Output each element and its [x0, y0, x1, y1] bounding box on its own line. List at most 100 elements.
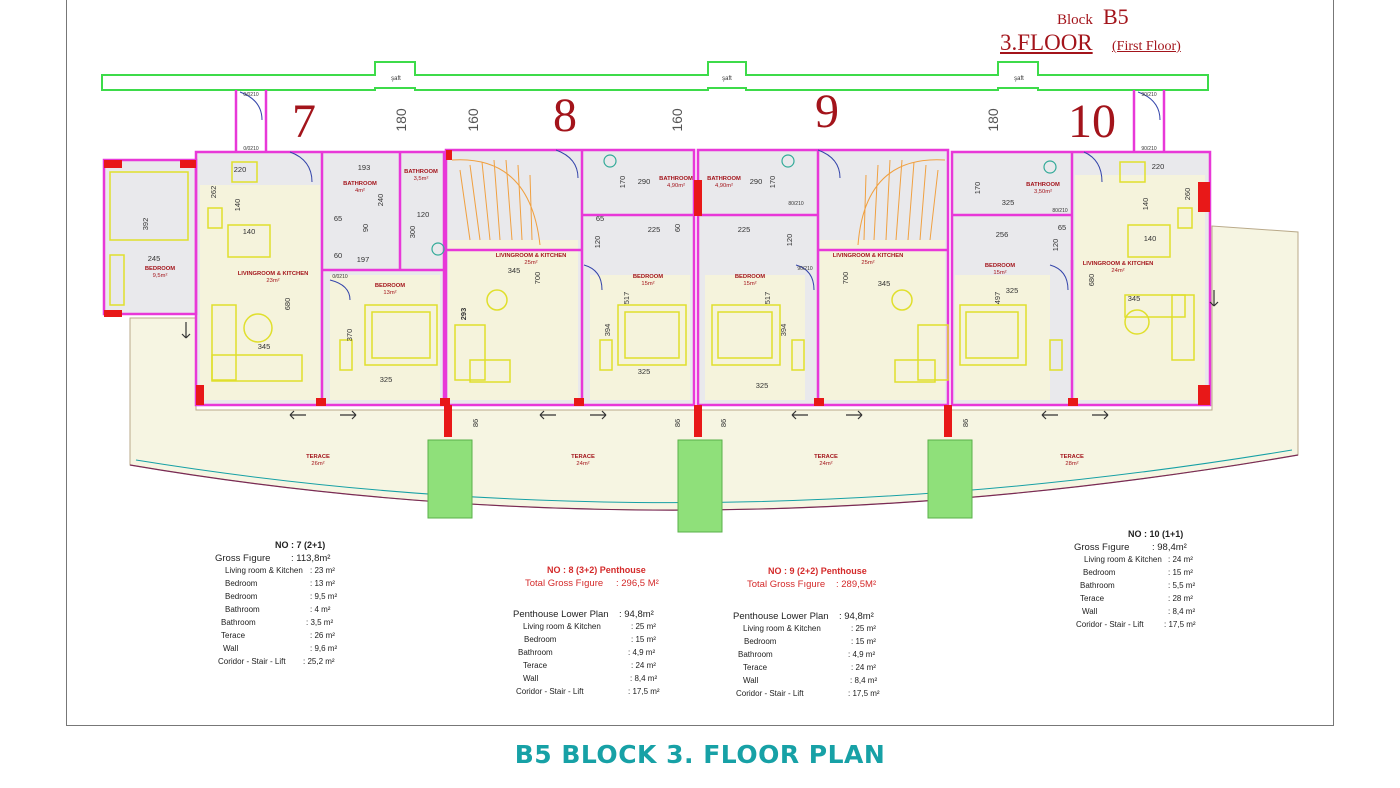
unit-10-gross: Gross Fıgure : 98,4m²	[1074, 542, 1204, 555]
total-value: : 296,5 M²	[616, 578, 659, 589]
table-row: Coridor - Stair - Lift: 17,5 m²	[733, 689, 893, 702]
door-tag: 90/210	[1141, 92, 1157, 98]
u10-bedroom-label: BEDROOM	[985, 263, 1015, 269]
row-value: : 8,4 m²	[850, 676, 878, 685]
table-row: Bedroom : 15 m²	[733, 637, 893, 650]
drawing-frame	[66, 0, 1334, 726]
dim: 325	[1002, 198, 1015, 207]
lower-value: : 94,8m²	[839, 611, 874, 622]
u8-bath-area: 4,90m²	[667, 183, 685, 189]
row-label: Wall	[523, 674, 539, 683]
u10-bath-area: 3,50m²	[1034, 189, 1052, 195]
u7-bath1-label: BATHROOM	[343, 181, 377, 187]
gross-label: Gross Fıgure	[215, 553, 271, 564]
gross-value: : 98,4m²	[1152, 542, 1187, 553]
row-value: : 17,5 m²	[848, 689, 880, 698]
u7-bedroom-label: BEDROOM	[375, 283, 405, 289]
u10-living-area: 24m²	[1111, 268, 1124, 274]
unit-7-title: NO : 7 (2+1)	[275, 540, 326, 550]
dim: 220	[1152, 162, 1165, 171]
table-row: Coridor - Stair - Lift: 25,2 m²	[215, 657, 345, 670]
door-tag: 0/0210	[332, 274, 348, 280]
unit-number-9: 9	[815, 85, 839, 138]
dim: 394	[603, 324, 612, 337]
dim: 392	[141, 218, 150, 231]
row-value: : 24 m²	[631, 661, 656, 670]
u9-bath-area: 4,90m²	[715, 183, 733, 189]
row-label: Bathroom	[225, 605, 260, 614]
unit-8-summary: NO : 8 (3+2) Penthouse Total Gross Fıgur…	[513, 565, 673, 700]
row-label: Terace	[1080, 594, 1105, 603]
dim: 262	[209, 186, 218, 199]
u9-bedroom-label: BEDROOM	[735, 274, 765, 280]
dim: 517	[763, 292, 772, 305]
dim: 325	[380, 375, 393, 384]
footer-title: B5 BLOCK 3. FLOOR PLAN	[514, 740, 886, 769]
unit-10-title: NO : 10 (1+1)	[1128, 529, 1184, 539]
dim: 220	[234, 165, 247, 174]
door-tag: 80/210	[788, 201, 804, 207]
dim: 65	[596, 214, 604, 223]
pillars	[104, 150, 1210, 437]
row-value: : 9,6 m²	[310, 644, 338, 653]
gross-label: Gross Fıgure	[1074, 542, 1130, 553]
dim: 256	[996, 230, 1009, 239]
row-value: : 24 m²	[1168, 555, 1193, 564]
dim: 370	[345, 329, 354, 342]
u8-living-label: LIVINGROOM & KITCHEN	[496, 253, 567, 259]
staircases	[451, 159, 946, 246]
table-row: Bathroom: 3,5 m²	[215, 618, 345, 631]
row-label: Bedroom	[1083, 568, 1116, 577]
terrace-area-1: 26m²	[311, 461, 324, 467]
row-value: : 3,5 m²	[306, 618, 334, 627]
dim: 140	[1144, 234, 1157, 243]
u9-living-area: 25m²	[861, 260, 874, 266]
dim: 245	[148, 254, 161, 263]
total-label: Total Gross Fıgure	[525, 578, 604, 589]
dim: 225	[648, 225, 661, 234]
dim: 345	[508, 266, 521, 275]
row-value: : 15 m²	[851, 637, 876, 646]
dim: 680	[283, 298, 292, 311]
door-tag: 80/210	[1052, 208, 1068, 214]
row-label: Living room & Kitchen	[1084, 555, 1162, 564]
u9-bath-label: BATHROOM	[707, 176, 741, 182]
table-row: Coridor - Stair - Lift: 17,5 m²	[513, 687, 673, 700]
table-row: Wall: 8,4 m²	[1074, 607, 1204, 620]
row-label: Bedroom	[744, 637, 777, 646]
row-value: : 13 m²	[310, 579, 335, 588]
table-row: Terace: 24 m²	[733, 663, 893, 676]
total-label: Total Gross Fıgure	[747, 579, 826, 590]
row-value: : 24 m²	[851, 663, 876, 672]
unit-8-title: NO : 8 (3+2) Penthouse	[547, 565, 646, 575]
row-label: Bathroom	[518, 648, 553, 657]
floor-plan: şaft şaft şaft 180 160 160 180	[101, 61, 1299, 533]
u10-living-label: LIVINGROOM & KITCHEN	[1083, 261, 1154, 267]
u7-living-area: 23m²	[266, 278, 279, 284]
dim: 120	[1051, 239, 1060, 252]
dim: 345	[258, 342, 271, 351]
unit-9-title: NO : 9 (2+2) Penthouse	[768, 566, 867, 576]
dim: 120	[593, 236, 602, 249]
table-row: Bathroom: 4 m²	[215, 605, 345, 618]
dim: 140	[243, 227, 256, 236]
u7-bedroom-area: 13m²	[383, 290, 396, 296]
terrace-label-4: TERACE	[1060, 454, 1084, 460]
table-row: Bathroom: 5,5 m²	[1074, 581, 1204, 594]
row-value: : 28 m²	[1168, 594, 1193, 603]
unit-10-summary: NO : 10 (1+1) Gross Fıgure : 98,4m² Livi…	[1074, 529, 1204, 633]
dim: 325	[638, 367, 651, 376]
row-label: Bathroom	[1080, 581, 1115, 590]
dim: 325	[1006, 286, 1019, 295]
floor-sub: (First Floor)	[1112, 39, 1181, 54]
dim: 140	[1141, 198, 1150, 211]
row-value: : 23 m²	[310, 566, 335, 575]
dim: 60	[334, 251, 342, 260]
spacer	[513, 591, 673, 609]
u7-bedroom-left-area: 9,5m²	[153, 273, 168, 279]
dim: 293	[459, 308, 468, 321]
dim: 60	[673, 224, 682, 232]
floor-label: 3.FLOOR	[1000, 30, 1093, 55]
unit-9-total: Total Gross Fıgure : 289,5M²	[733, 579, 893, 592]
door-tag: 0/0210	[243, 92, 259, 98]
